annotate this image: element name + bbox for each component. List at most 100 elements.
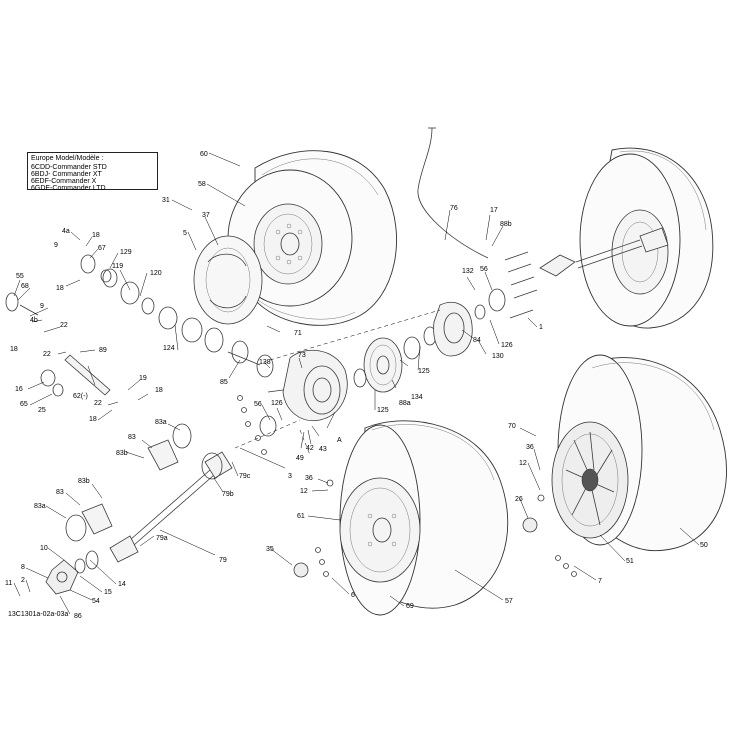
callout-label: 79b xyxy=(222,491,234,498)
callout-label: 129 xyxy=(120,249,132,256)
callout-label: 2 xyxy=(21,577,25,584)
callout-label: 79 xyxy=(219,557,227,564)
callout-labels: 60 58 31 37 5 4a 18 9 67 129 119 120 18 … xyxy=(5,151,708,620)
legend-line: 6EDF-Commander X xyxy=(31,178,97,185)
callout-label: 9 xyxy=(40,303,44,310)
callout-label: 42 xyxy=(306,445,314,452)
upper-cv-axle xyxy=(539,227,669,277)
callout-label: 71 xyxy=(294,330,302,337)
callout-label: A xyxy=(337,437,342,444)
callout-label: 36 xyxy=(526,444,534,451)
lower-drive-shaft xyxy=(109,451,233,563)
callout-label: 125 xyxy=(377,407,389,414)
callout-label: 120 xyxy=(150,270,162,277)
callout-label: 25 xyxy=(38,407,46,414)
callout-label: 125 xyxy=(418,368,430,375)
callout-label: 85 xyxy=(220,379,228,386)
callout-label: 26 xyxy=(515,496,523,503)
callout-label: 83a xyxy=(155,419,167,426)
callout-label: 37 xyxy=(202,212,210,219)
callout-label: 70 xyxy=(508,423,516,430)
callout-label: 8 xyxy=(21,564,25,571)
differential-housing xyxy=(267,350,348,422)
callout-label: 138 xyxy=(259,359,271,366)
figure-id: 13C1301a-02a-03a xyxy=(8,611,69,618)
callout-label: 83 xyxy=(128,434,136,441)
callout-label: 89 xyxy=(99,347,107,354)
hub-cover xyxy=(433,288,506,357)
callout-label: 60 xyxy=(200,151,208,158)
callout-label: 15 xyxy=(104,589,112,596)
callout-label: 83b xyxy=(78,478,90,485)
callout-label: 73 xyxy=(298,352,306,359)
callout-label: 9 xyxy=(54,242,58,249)
callout-label: 5 xyxy=(183,230,187,237)
brake-plate xyxy=(193,235,263,325)
callout-label: 19 xyxy=(139,375,147,382)
callout-label: 76 xyxy=(450,205,458,212)
callout-label: 11 xyxy=(5,580,12,587)
callout-label: 61 xyxy=(297,513,305,520)
callout-label: 43 xyxy=(319,446,327,453)
long-bolts xyxy=(504,251,538,319)
callout-label: 79c xyxy=(239,473,251,480)
callout-label: 4b xyxy=(30,317,38,324)
legend-line: 6BDJ- Commander XT xyxy=(31,171,102,178)
brake-line xyxy=(417,127,489,259)
leader-lines xyxy=(13,152,700,615)
callout-label: 12 xyxy=(519,460,527,467)
callout-label: 134 xyxy=(411,394,423,401)
callout-label: 57 xyxy=(505,598,513,605)
legend-line: 6CDD-Commander STD xyxy=(31,164,107,171)
callout-label: 18 xyxy=(92,232,100,239)
callout-label: 7 xyxy=(598,578,602,585)
callout-label: 4a xyxy=(62,228,70,235)
callout-label: 119 xyxy=(112,263,123,270)
callout-label: 18 xyxy=(56,285,64,292)
ring-gear xyxy=(353,326,437,393)
callout-label: 58 xyxy=(198,181,206,188)
callout-label: 16 xyxy=(15,386,23,393)
callout-label: 6 xyxy=(351,592,355,599)
callout-label: 51 xyxy=(626,558,634,565)
legend-title: Europe Model/Modèle : xyxy=(31,155,104,162)
callout-label: 18 xyxy=(89,416,97,423)
tire-57 xyxy=(339,420,509,616)
tire-50 xyxy=(551,354,727,552)
callout-label: 55 xyxy=(16,273,24,280)
callout-label: 124 xyxy=(163,345,175,352)
callout-label: 36 xyxy=(305,475,313,482)
callout-label: 22 xyxy=(94,400,102,407)
callout-label: 79a xyxy=(156,535,168,542)
callout-label: 86 xyxy=(74,613,82,620)
callout-label: 67 xyxy=(98,245,106,252)
callout-label: 83a xyxy=(34,503,46,510)
legend-line: 6GDE-Commander LTD xyxy=(31,185,106,192)
callout-label: 83b xyxy=(116,450,128,457)
model-legend-box: Europe Model/Modèle : 6CDD-Commander STD… xyxy=(27,152,158,192)
callout-label: 84 xyxy=(473,337,481,344)
callout-label: 56 xyxy=(480,266,488,273)
callout-label: 10 xyxy=(40,545,48,552)
callout-label: 56 xyxy=(254,401,262,408)
callout-label: 17 xyxy=(490,207,498,214)
callout-label: 35 xyxy=(266,546,274,553)
callout-label: 54 xyxy=(92,598,100,605)
callout-label: 88b xyxy=(500,221,512,228)
callout-label: 69 xyxy=(406,603,414,610)
cv-boots xyxy=(65,423,192,542)
upper-gear-train xyxy=(102,268,274,378)
callout-label: 18 xyxy=(155,387,163,394)
centre-lines xyxy=(234,309,441,456)
callout-label: 18 xyxy=(10,346,18,353)
callout-label: 68 xyxy=(21,283,29,290)
callout-label: 126 xyxy=(271,400,283,407)
callout-label: 22 xyxy=(60,322,68,329)
callout-label: 31 xyxy=(162,197,170,204)
callout-label: 65 xyxy=(20,401,28,408)
callout-label: 49 xyxy=(296,455,304,462)
small-fasteners xyxy=(237,395,577,578)
callout-label: 83 xyxy=(56,489,64,496)
